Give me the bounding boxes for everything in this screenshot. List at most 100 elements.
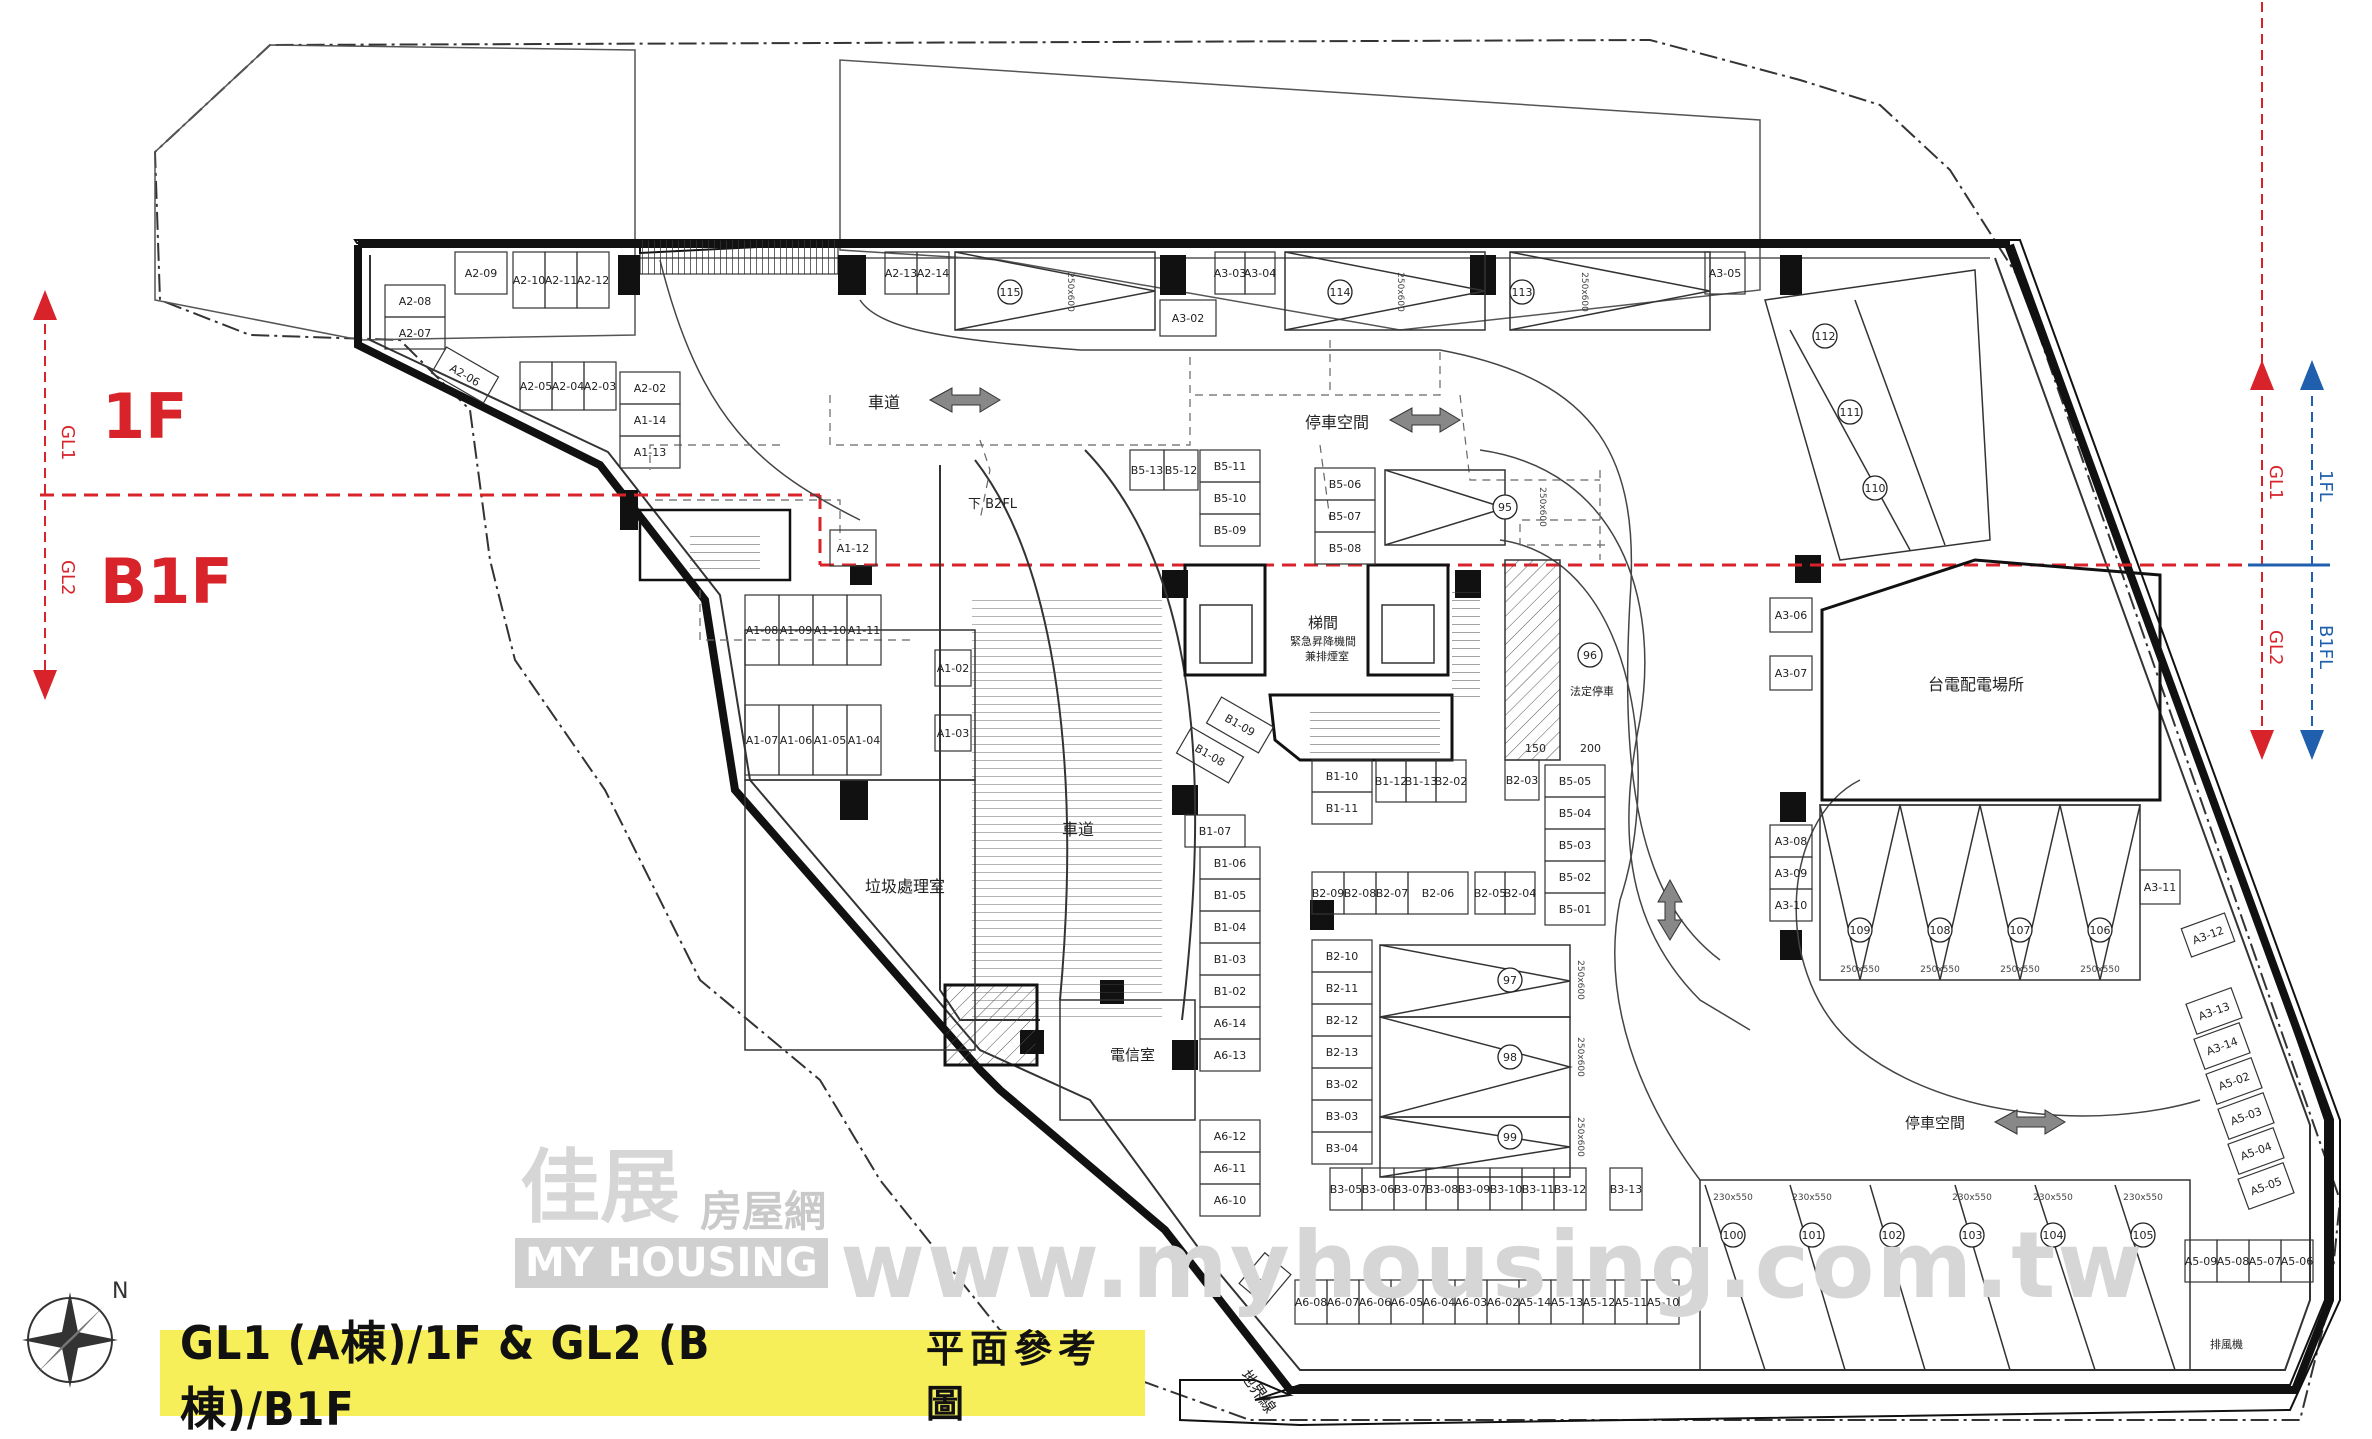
stall-label: B5-09 <box>1214 524 1247 537</box>
right-gl2: GL2 <box>2265 630 2286 665</box>
stall-a5-07: A5-07 <box>2248 1239 2282 1283</box>
stall-b2-11: B2-11 <box>1311 971 1373 1005</box>
stall-label: A1-11 <box>848 624 881 637</box>
arrow-up-icon <box>2250 360 2274 390</box>
stall-label: B5-06 <box>1329 478 1362 491</box>
stall-label: A2-10 <box>513 274 546 287</box>
stall-label: A5-04 <box>2239 1140 2274 1163</box>
stall-label: B5-04 <box>1559 807 1592 820</box>
room-parking-bottom: 停車空間 <box>1905 1114 1965 1132</box>
bay-dimension: 250x600 <box>1575 960 1585 1000</box>
watermark-url: www.myhousing.com.tw <box>840 1212 2145 1319</box>
room-driveway-mid: 車道 <box>1062 820 1094 839</box>
stall-label: B1-04 <box>1214 921 1247 934</box>
stall-label: A5-10 <box>1647 1296 1680 1309</box>
stall-label: A3-06 <box>1775 609 1808 622</box>
stall-b3-07: B3-07 <box>1393 1167 1427 1211</box>
stall-b5-04: B5-04 <box>1544 796 1606 830</box>
elevator-left <box>1183 563 1267 677</box>
stall-label: A5-07 <box>2249 1255 2282 1268</box>
left-floor-bottom: B1F <box>100 545 233 618</box>
stall-a5-05: A5-05 <box>2237 1161 2295 1211</box>
stall-b1-13: B1-13 <box>1405 759 1437 803</box>
car-space-number: 105 <box>2133 1229 2154 1242</box>
stall-label: A3-03 <box>1214 267 1247 280</box>
stall-b2-09: B2-09 <box>1311 871 1345 915</box>
stall-a5-02: A5-02 <box>2205 1056 2263 1106</box>
stall-b3-12: B3-12 <box>1553 1167 1587 1211</box>
car-space-number: 96 <box>1583 649 1597 662</box>
stall-label: A6-13 <box>1214 1049 1247 1062</box>
stall-a6-11: A6-11 <box>1199 1151 1261 1185</box>
stall-b3-06: B3-06 <box>1361 1167 1395 1211</box>
car-space-number: 104 <box>2043 1229 2064 1242</box>
car-space-number: 97 <box>1503 974 1517 987</box>
room-telecom: 電信室 <box>1110 1046 1155 1064</box>
svg-text:展: 展 <box>600 1141 680 1234</box>
stall-label: B2-06 <box>1422 887 1455 900</box>
title-main: GL1 (A棟)/1F & GL2 (B棟)/B1F <box>180 1316 711 1436</box>
arrow-down-icon <box>33 670 57 700</box>
stall-a2-06: A2-06 <box>430 346 500 404</box>
stall-label: A2-08 <box>399 295 432 308</box>
stall-label: A6-06 <box>1359 1296 1392 1309</box>
stall-a1-08: A1-08 <box>744 594 780 666</box>
stall-a2-05: A2-05 <box>519 361 553 411</box>
stall-label: A5-12 <box>1583 1296 1616 1309</box>
stall-a3-05: A3-05 <box>1704 251 1746 295</box>
stall-a3-02: A3-02 <box>1159 299 1217 337</box>
stall-label: A3-13 <box>2197 1000 2232 1023</box>
room-driveway-top: 車道 <box>868 393 900 412</box>
stall-a1-02: A1-02 <box>934 649 972 687</box>
stall-label: B3-03 <box>1326 1110 1359 1123</box>
stall-a6-14: A6-14 <box>1199 1006 1261 1040</box>
room-garbage: 垃圾處理室 <box>865 877 945 896</box>
stall-b1-05: B1-05 <box>1199 878 1261 912</box>
stall-a2-03: A2-03 <box>583 361 617 411</box>
bay-dimension: 230x550 <box>1952 1193 1992 1203</box>
stall-a2-10: A2-10 <box>512 251 546 309</box>
stall-label: A6-10 <box>1214 1194 1247 1207</box>
stall-label: B2-08 <box>1344 887 1377 900</box>
stall-label: A3-08 <box>1775 835 1808 848</box>
stall-label: B5-12 <box>1165 464 1198 477</box>
room-power: 台電配電場所 <box>1928 675 2024 694</box>
car-space-number: 114 <box>1330 286 1351 299</box>
room-legal-parking: 法定停車 <box>1570 684 1614 698</box>
stall-label: B2-02 <box>1435 775 1468 788</box>
stall-label: A6-11 <box>1214 1162 1247 1175</box>
stall-label: A2-12 <box>577 274 610 287</box>
car-space-110: 110 <box>1862 475 1888 501</box>
stall-label: A5-09 <box>2185 1255 2218 1268</box>
stall-a2-09: A2-09 <box>454 251 508 295</box>
car-space-number: 100 <box>1723 1229 1744 1242</box>
car-space-number: 111 <box>1840 406 1861 419</box>
title-sub: 平面參考圖 <box>925 1327 1102 1426</box>
stall-a2-04: A2-04 <box>551 361 585 411</box>
watermark-en: MY HOUSING <box>515 1238 828 1288</box>
bay-dimension: 230x550 <box>2123 1193 2163 1203</box>
car-space-95: 95 <box>1492 494 1518 520</box>
neighbor-lot <box>154 44 636 341</box>
stall-a5-09: A5-09 <box>2184 1239 2218 1283</box>
watermark-cn: 房屋網 <box>700 1187 827 1236</box>
stall-b1-10: B1-10 <box>1311 759 1373 793</box>
stall-label: A3-14 <box>2205 1035 2240 1058</box>
stall-label: B2-09 <box>1312 887 1345 900</box>
car-space-113: 113 <box>1509 279 1535 305</box>
stall-b2-12: B2-12 <box>1311 1003 1373 1037</box>
stall-label: A2-14 <box>917 267 950 280</box>
car-space-number: 109 <box>1850 924 1871 937</box>
stall-b2-05: B2-05 <box>1474 871 1506 915</box>
stall-b3-13: B3-13 <box>1609 1167 1643 1211</box>
bay-dimension: 250x550 <box>2080 965 2120 975</box>
stall-label: B5-11 <box>1214 460 1247 473</box>
svg-text:佳: 佳 <box>520 1141 600 1234</box>
stall-b5-13: B5-13 <box>1129 449 1165 491</box>
stall-b1-12: B1-12 <box>1375 759 1407 803</box>
stall-label: A5-02 <box>2217 1070 2252 1093</box>
stall-b1-02: B1-02 <box>1199 974 1261 1008</box>
stall-label: B5-13 <box>1131 464 1164 477</box>
title-banner: GL1 (A棟)/1F & GL2 (B棟)/B1F 平面參考圖 <box>160 1316 1145 1436</box>
